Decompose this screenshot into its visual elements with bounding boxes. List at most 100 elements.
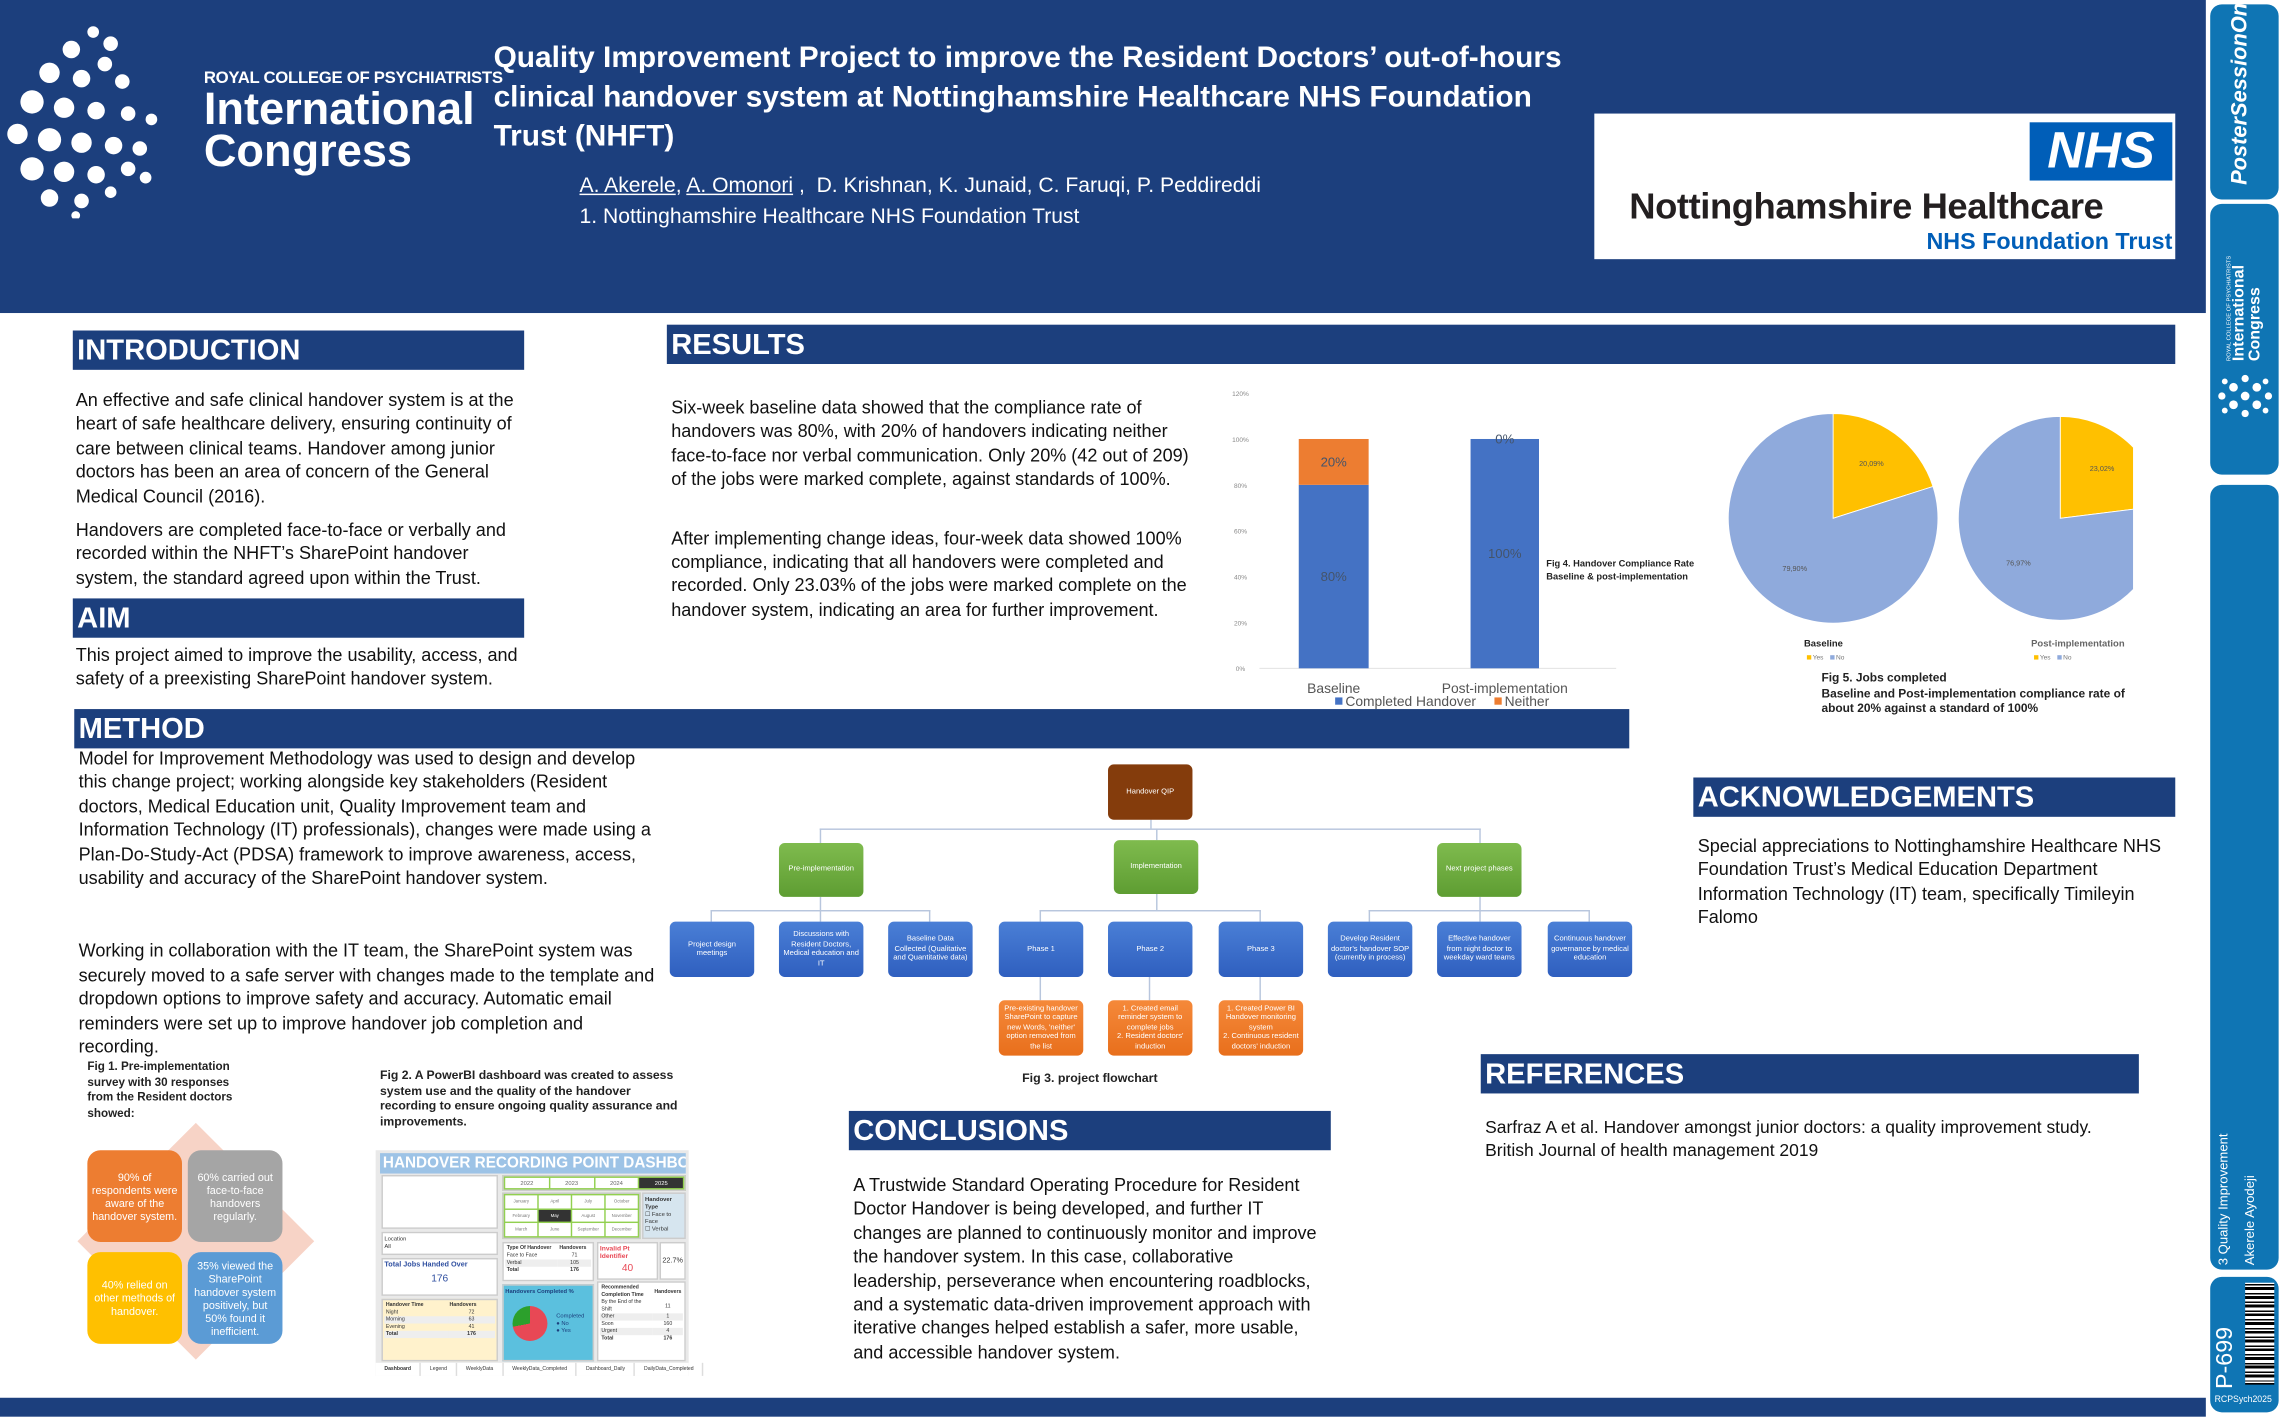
introduction-text: An effective and safe clinical handover … [76,389,520,600]
dashboard-tab[interactable]: Legend [421,1362,458,1376]
poster-session-label: PosterSessionOnline [2227,0,2253,185]
logo-dot [62,40,81,59]
aim-text: This project aimed to improve the usabil… [75,645,518,690]
flowchart-step: Discussions with Resident Doctors, Medic… [778,921,864,977]
filter-option[interactable]: ☐ Verbal [645,1224,669,1232]
table-cell: Total [506,1266,519,1273]
logo-dot [87,26,100,38]
slice-label: 20,09% [1859,459,1884,468]
dashboard-tab[interactable]: WeeklyData_Completed [503,1362,578,1376]
logo-dot [40,189,59,207]
connector-line [819,828,1481,830]
table-cell: Evening [385,1323,405,1330]
slice-label: 76,97% [2006,559,2031,568]
flowchart-step: Effective handover from night doctor to … [1437,921,1522,977]
logo-dot [53,97,75,118]
table-cell: 176 [663,1335,673,1341]
table-cell: Verbal [506,1259,522,1266]
references-heading: REFERENCES [1480,1054,2139,1094]
table-cell: 160 [663,1320,673,1327]
paragraph: Handovers are completed face-to-face or … [75,519,506,588]
table-cell: 41 [468,1323,475,1330]
flowchart-phase: Implementation [1113,840,1199,894]
logo-dot [72,69,91,88]
dashboard-tab[interactable]: WeeklyData [457,1362,504,1376]
connector-line [1368,910,1589,912]
dashboard-tab[interactable]: DailyData_Completed [635,1362,704,1376]
dashboard-tab[interactable]: Dashboard [376,1362,422,1376]
survey-item: 90% of respondents were aware of the han… [87,1150,182,1242]
logo-dot [71,132,92,153]
month-button[interactable]: September [572,1223,605,1237]
data-label: 0% [1495,431,1514,446]
table-cell: 72 [468,1308,475,1315]
congress-badge: ROYAL COLLEGE OF PSYCHIATRISTS Internati… [2210,203,2279,475]
category-label: Baseline [1307,680,1360,696]
column-header: Handovers [654,1287,682,1294]
flowchart-detail: 1. Created Power BI Handover monitoring … [1218,1000,1304,1056]
dashboard-title: HANDOVER RECORDING POINT DASHBOARD [380,1153,686,1174]
results-heading: RESULTS [666,324,2176,364]
table-row: Evening 41 [384,1324,495,1331]
poster-id-badge: P-699 RCPSych2025 [2210,1276,2279,1413]
column-header: Type Of Handover [506,1244,552,1251]
month-button[interactable]: July [572,1195,605,1208]
year-button[interactable]: 2022 [505,1177,549,1189]
filter-option[interactable]: ☐ Face to Face [645,1209,672,1225]
logo-dot [120,161,136,177]
congress-logo-text: ROYAL COLLEGE OF PSYCHIATRISTS Internati… [203,69,503,173]
year-button[interactable]: 2024 [594,1177,639,1189]
year-button[interactable]: 2023 [550,1177,594,1189]
connector-line [1588,910,1590,922]
connector-line [1479,828,1481,844]
logo-dot [7,123,28,145]
legend-swatch [1830,655,1835,660]
month-button[interactable]: April [538,1195,571,1208]
table-cell: Other [601,1313,615,1320]
connector-line [1479,896,1481,922]
table-cell: 1 [666,1313,670,1320]
month-button[interactable]: June [538,1223,571,1237]
logo-dot [115,74,130,89]
month-button[interactable]: February [505,1209,538,1223]
month-button[interactable]: August [572,1209,605,1223]
survey-item: 40% relied on other methods of handover. [87,1252,182,1344]
table-cell: Morning [385,1316,405,1323]
month-button[interactable]: December [605,1223,638,1237]
logo-dot [87,101,105,120]
category-badge: 3 Quality Improvement Akerele Ayodeji [2210,484,2279,1270]
fig4-subtitle: Baseline & post-implementation [1546,572,1688,583]
acknowledgements-heading: ACKNOWLEDGEMENTS [1693,777,2176,817]
month-button[interactable]: March [505,1223,538,1237]
year-button[interactable]: 2025 [639,1177,683,1189]
flowchart-detail: Pre-existing handover SharePoint to capt… [998,1000,1084,1056]
month-button[interactable]: May [538,1209,571,1223]
y-tick-label: 60% [1234,529,1247,536]
month-button[interactable]: October [605,1195,638,1208]
paragraph: Six-week baseline data showed that the c… [671,397,1189,490]
fig2-caption: Fig 2. A PowerBI dashboard was created t… [380,1067,678,1128]
logo-org: ROYAL COLLEGE OF PSYCHIATRISTS [203,69,503,88]
dashboard-tab[interactable]: Dashboard_Daily [577,1362,636,1376]
month-button[interactable]: November [605,1209,638,1223]
logo-dot [120,106,136,121]
y-tick-label: 20% [1234,620,1247,627]
nhs-mark: NHS [2029,122,2173,181]
data-label: 100% [1488,546,1522,561]
fig5-subtitle: Baseline and Post-implementation complia… [1821,686,2125,715]
filter-label: Handover Type [645,1195,672,1210]
author-list: D. Krishnan, K. Junaid, C. Faruqi, P. Pe… [816,174,1261,199]
month-button[interactable]: January [505,1195,538,1208]
fig4-title: Fig 4. Handover Compliance Rate [1546,559,1695,570]
